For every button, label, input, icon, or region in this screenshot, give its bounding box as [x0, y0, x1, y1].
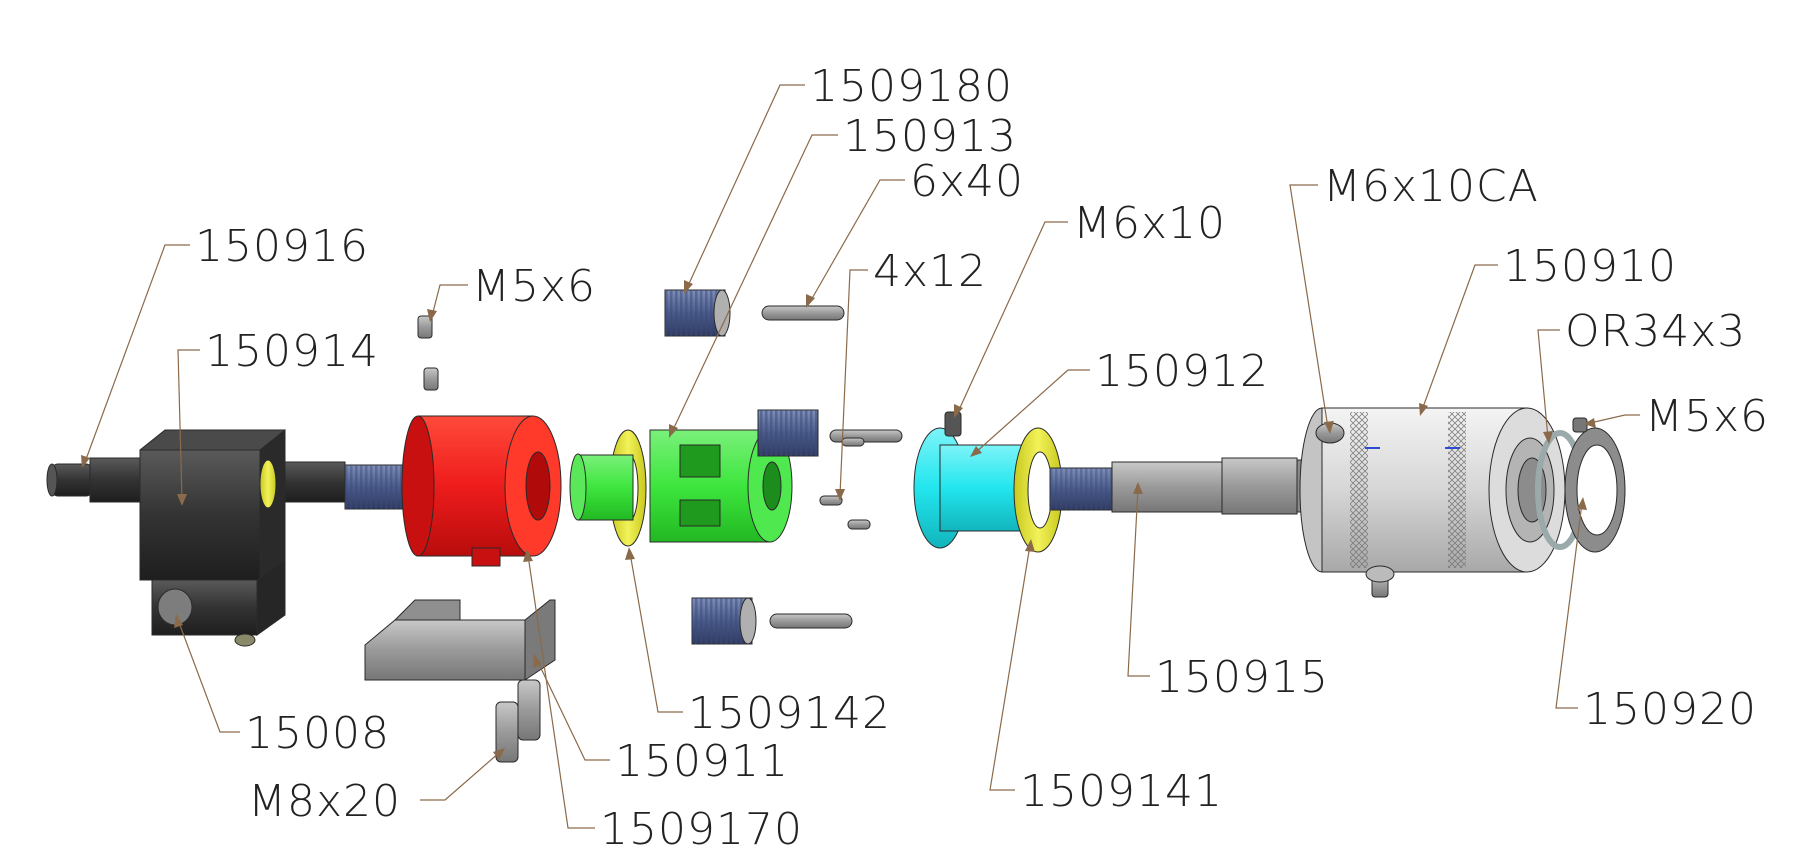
label-150920: 150920 [1583, 684, 1757, 735]
label-150911: 150911 [615, 736, 789, 787]
part-150911-bracket [364, 599, 556, 681]
label-or34x3: OR34x3 [1565, 306, 1746, 357]
part-150913-green-body [569, 429, 793, 543]
label-150912: 150912 [1095, 346, 1269, 397]
label-150914: 150914 [205, 326, 379, 377]
label-150915: 150915 [1155, 652, 1329, 703]
label-6x40: 6x40 [910, 156, 1024, 207]
part-6x40-pins [761, 305, 903, 629]
part-m6x10-screw [944, 411, 962, 437]
label-m5x6-left: M5x6 [472, 261, 596, 312]
part-4x12-pins [819, 437, 871, 530]
part-150916-shaft [46, 457, 146, 503]
label-m5x6-right: M5x6 [1645, 391, 1769, 442]
label-1509180: 1509180 [810, 61, 1013, 112]
label-1509141: 1509141 [1020, 766, 1223, 817]
part-m6x10ca-screws [1315, 422, 1395, 598]
label-150916: 150916 [195, 221, 369, 272]
part-labels: 1509180 150913 6x40 4x12 M6x10 M6x10CA 1… [195, 61, 1769, 855]
label-1509142: 1509142 [688, 688, 891, 739]
part-1509180-gears [664, 289, 819, 645]
part-1509170-red-coupling [401, 415, 562, 567]
label-1509170: 1509170 [600, 804, 803, 855]
leader-lines [81, 84, 1640, 829]
label-m6x10ca: M6x10CA [1323, 161, 1539, 212]
label-m6x10: M6x10 [1073, 198, 1226, 249]
part-150915-shaft [1049, 457, 1310, 515]
part-150920-nut [1564, 427, 1626, 553]
label-150910: 150910 [1503, 241, 1677, 292]
part-m5x6-screw-right [1572, 417, 1588, 433]
label-15008: 15008 [245, 708, 390, 759]
label-m8x20: M8x20 [248, 776, 401, 827]
label-150913: 150913 [843, 111, 1017, 162]
part-m8x20-screws [495, 679, 541, 763]
label-4x12: 4x12 [873, 246, 987, 297]
part-150914-housing [139, 428, 411, 647]
part-m5x6-screws-left [417, 315, 439, 391]
